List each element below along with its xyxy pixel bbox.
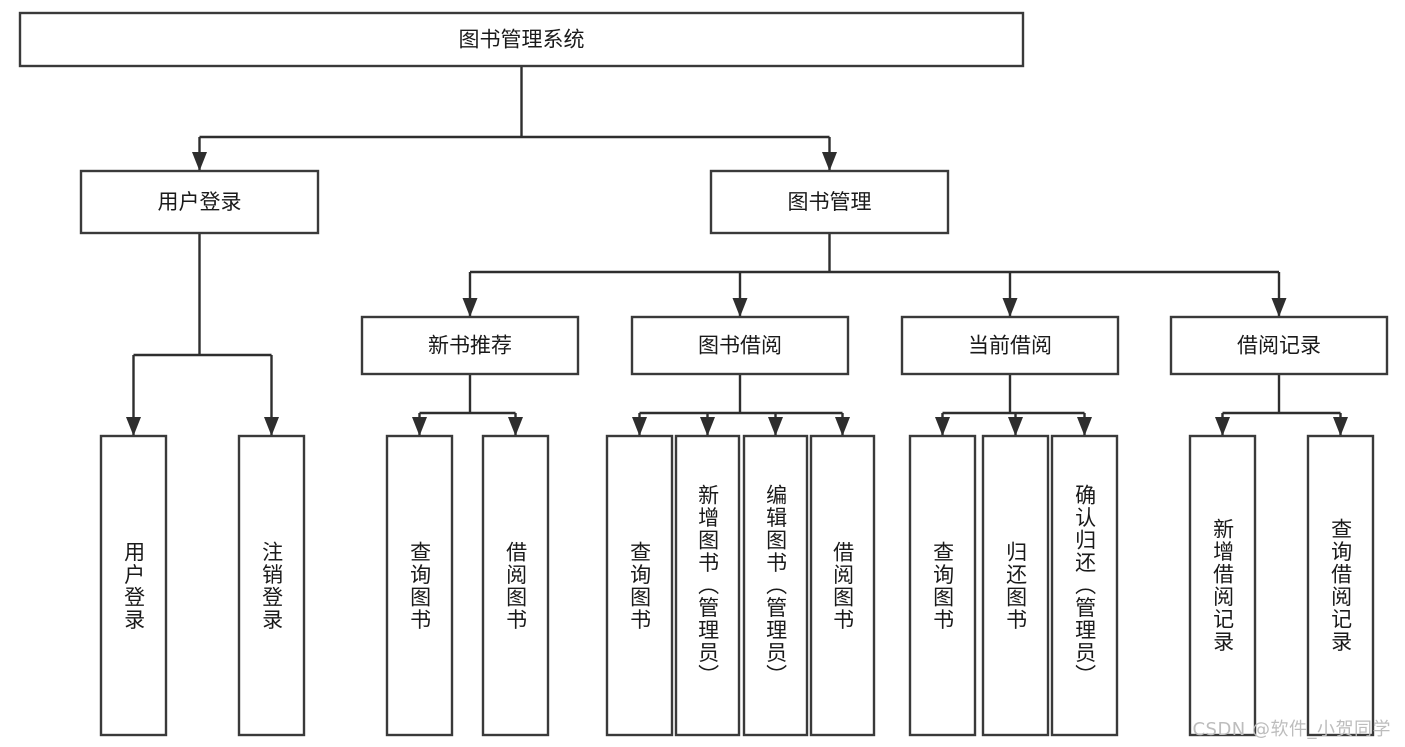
node-leaf-query-book-cur[interactable] <box>908 434 977 737</box>
node-book-borrow-label: 图书借阅 <box>698 334 782 358</box>
node-borrow-record[interactable] <box>1169 315 1389 376</box>
bookmanage-arrow-3 <box>1271 298 1287 317</box>
node-leaf-borrow-book-bor[interactable] <box>809 434 876 737</box>
node-leaf-borrow-book-rec[interactable] <box>481 434 550 737</box>
leaf-book-borrow-arrow-2 <box>768 417 783 436</box>
connector-lines-layer <box>126 66 1348 436</box>
leaf-user-login-arrow-1 <box>264 417 279 436</box>
leaf-book-borrow-arrow-3 <box>835 417 850 436</box>
leaf-current-borrow-arrow-1 <box>1008 417 1023 436</box>
node-boxes-layer <box>18 11 1389 737</box>
leaf-book-borrow-arrow-0 <box>632 417 647 436</box>
node-user-login-label: 用户登录 <box>158 190 242 214</box>
node-leaf-edit-book[interactable] <box>742 434 809 737</box>
leaf-borrow-record-arrow-0 <box>1215 417 1230 436</box>
node-root-system[interactable] <box>18 11 1025 68</box>
node-leaf-return-book[interactable] <box>981 434 1050 737</box>
leaf-borrow-record-arrow-1 <box>1333 417 1348 436</box>
leaf-new-book-rec-arrow-1 <box>508 417 523 436</box>
bookmanage-arrow-0 <box>462 298 478 317</box>
leaf-book-borrow-arrow-1 <box>700 417 715 436</box>
bookmanage-arrow-2 <box>1002 298 1018 317</box>
leaf-current-borrow-arrow-2 <box>1077 417 1092 436</box>
node-current-borrow-label: 当前借阅 <box>968 334 1052 358</box>
node-book-borrow[interactable] <box>630 315 850 376</box>
node-leaf-user-logout[interactable] <box>237 434 306 737</box>
node-book-manage-label: 图书管理 <box>788 190 872 214</box>
node-user-login[interactable] <box>79 169 320 235</box>
node-borrow-record-label: 借阅记录 <box>1237 334 1321 358</box>
root-arrow-1 <box>822 152 837 171</box>
node-current-borrow[interactable] <box>900 315 1120 376</box>
leaf-current-borrow-arrow-0 <box>935 417 950 436</box>
node-leaf-add-book[interactable] <box>674 434 741 737</box>
leaf-new-book-rec-arrow-0 <box>412 417 427 436</box>
node-leaf-add-borrow-rec[interactable] <box>1188 434 1257 737</box>
node-leaf-query-book-rec[interactable] <box>385 434 454 737</box>
node-book-manage[interactable] <box>709 169 950 235</box>
node-leaf-confirm-return[interactable] <box>1050 434 1119 737</box>
node-new-book-rec-label: 新书推荐 <box>428 334 512 358</box>
node-leaf-user-login[interactable] <box>99 434 168 737</box>
root-arrow-0 <box>192 152 207 171</box>
node-leaf-query-borrow-rec[interactable] <box>1306 434 1375 737</box>
node-new-book-rec[interactable] <box>360 315 580 376</box>
node-leaf-query-book-bor[interactable] <box>605 434 674 737</box>
bookmanage-arrow-1 <box>732 298 748 317</box>
node-root-label: 图书管理系统 <box>459 28 585 52</box>
leaf-user-login-arrow-0 <box>126 417 141 436</box>
